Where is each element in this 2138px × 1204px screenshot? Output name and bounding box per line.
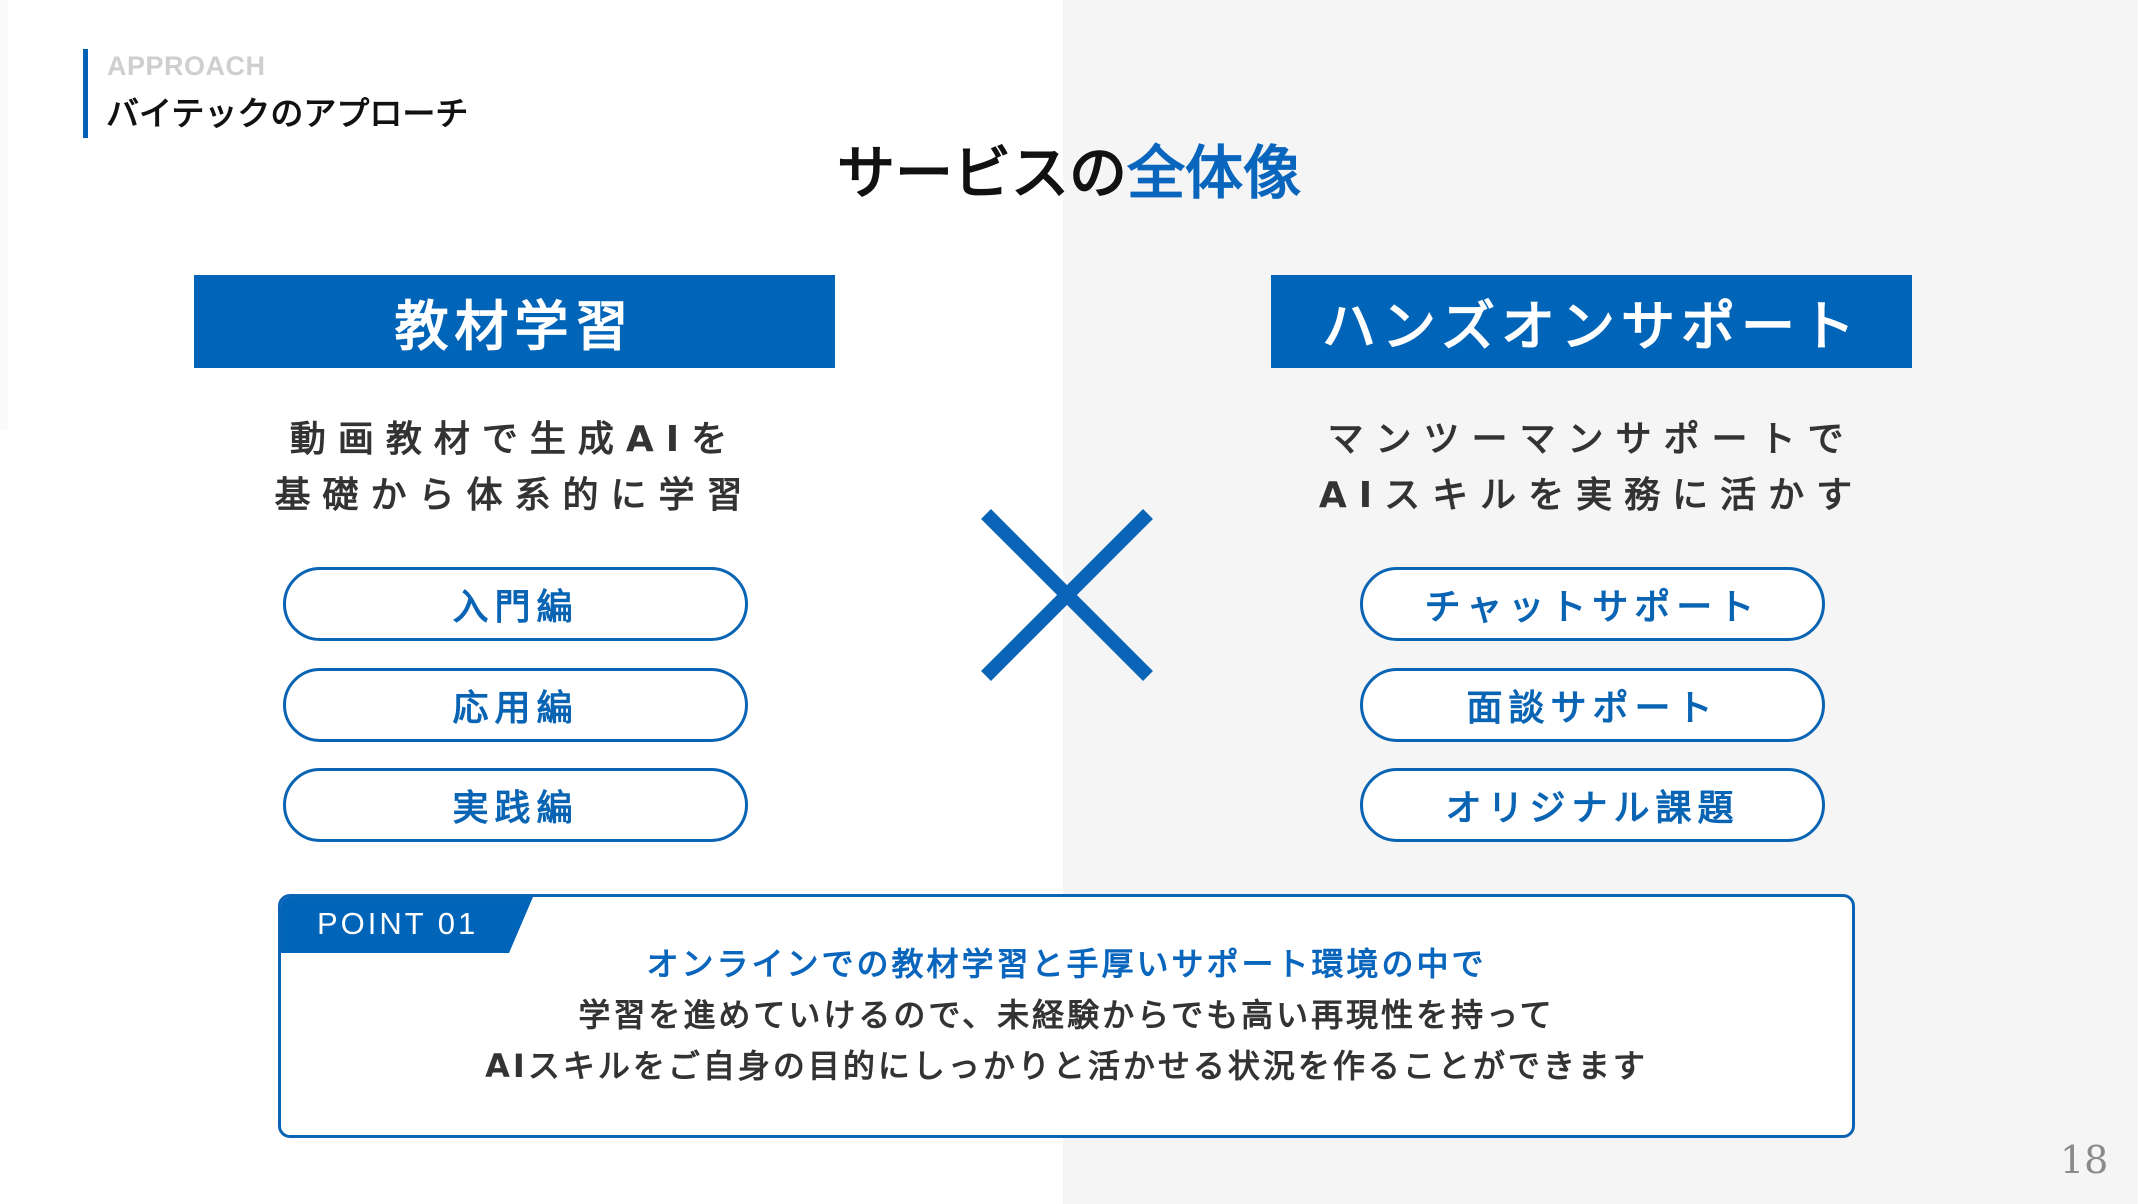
- description-line: 基礎から体系的に学習: [274, 475, 755, 516]
- pill-practical[interactable]: 実践編: [283, 768, 748, 842]
- column-header-learning: 教材学習: [194, 275, 835, 368]
- point-tag-label: POINT 01: [317, 906, 479, 941]
- page-title: サービスの全体像: [0, 138, 2138, 208]
- description-line: AIスキルを実務に活かす: [1318, 475, 1865, 516]
- point-highlight: オンラインでの教材学習と手厚いサポート環境の中で: [646, 945, 1487, 983]
- page-number: 18: [2060, 1138, 2109, 1182]
- section-accent-bar: [83, 49, 88, 138]
- pill-intermediate[interactable]: 応用編: [283, 668, 748, 742]
- point-tag: POINT 01: [281, 897, 533, 953]
- left-edge-strip: [0, 0, 8, 430]
- pill-original-assignment[interactable]: オリジナル課題: [1360, 768, 1825, 842]
- point-body-line: 学習を進めていけるので、未経験からでも高い再現性を持って: [578, 996, 1555, 1034]
- page-title-accent: 全体像: [1127, 139, 1302, 207]
- column-description-handson-support: マンツーマンサポートで AIスキルを実務に活かす: [1271, 412, 1912, 524]
- point-text: オンラインでの教材学習と手厚いサポート環境の中で 学習を進めていけるので、未経験…: [281, 939, 1852, 1092]
- point-callout-box: POINT 01 オンラインでの教材学習と手厚いサポート環境の中で 学習を進めて…: [278, 894, 1855, 1138]
- pill-interview-support[interactable]: 面談サポート: [1360, 668, 1825, 742]
- column-header-handson-support: ハンズオンサポート: [1271, 275, 1912, 368]
- point-body-line: AIスキルをご自身の目的にしっかりと活かせる状況を作ることができます: [485, 1047, 1648, 1085]
- multiply-icon: [981, 509, 1153, 681]
- description-line: 動画教材で生成AIを: [289, 419, 740, 460]
- page-title-prefix: サービスの: [836, 139, 1127, 207]
- pill-chat-support[interactable]: チャットサポート: [1360, 567, 1825, 641]
- point-tag-shape: [281, 897, 533, 953]
- description-line: マンツーマンサポートで: [1327, 419, 1856, 460]
- pill-beginner[interactable]: 入門編: [283, 567, 748, 641]
- section-label-en: APPROACH: [107, 51, 266, 81]
- section-label-ja: バイテックのアプローチ: [106, 94, 469, 133]
- column-description-learning: 動画教材で生成AIを 基礎から体系的に学習: [194, 412, 835, 524]
